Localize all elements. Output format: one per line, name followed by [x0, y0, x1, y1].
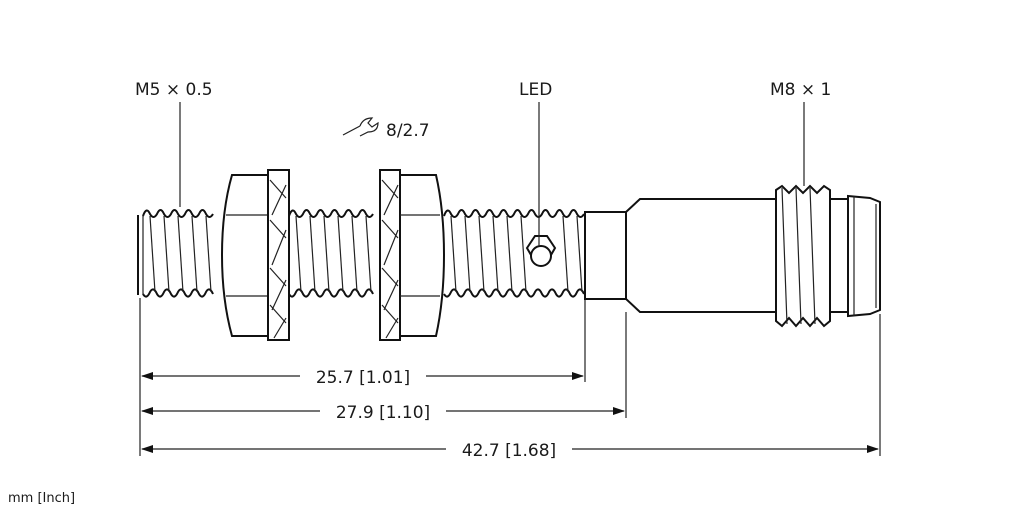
thread-top-profile — [142, 209, 585, 218]
dimension-label: 42.7 [1.68] — [462, 441, 556, 461]
right-nut — [379, 169, 446, 341]
dimension-42-7: 42.7 [1.68] — [141, 441, 879, 461]
label-thread-front: M5 × 0.5 — [135, 80, 213, 100]
led-window — [525, 235, 557, 267]
label-wrench-size: 8/2.7 — [386, 121, 430, 141]
extension-lines — [139, 298, 881, 456]
wrench-icon — [342, 117, 379, 137]
dimension-25-7: 25.7 [1.01] — [141, 368, 584, 388]
threaded-barrel — [137, 209, 585, 298]
dimension-label: 27.9 [1.10] — [336, 403, 430, 423]
left-nut — [220, 169, 290, 341]
thread-bottom-profile — [142, 288, 585, 298]
label-thread-connector: M8 × 1 — [770, 80, 831, 100]
units-label: mm [Inch] — [8, 491, 75, 506]
label-led: LED — [519, 80, 552, 100]
thread-lines — [149, 215, 583, 293]
dimension-label: 25.7 [1.01] — [316, 368, 410, 388]
sensor-body — [584, 184, 881, 328]
dimension-27-9: 27.9 [1.10] — [141, 403, 625, 423]
